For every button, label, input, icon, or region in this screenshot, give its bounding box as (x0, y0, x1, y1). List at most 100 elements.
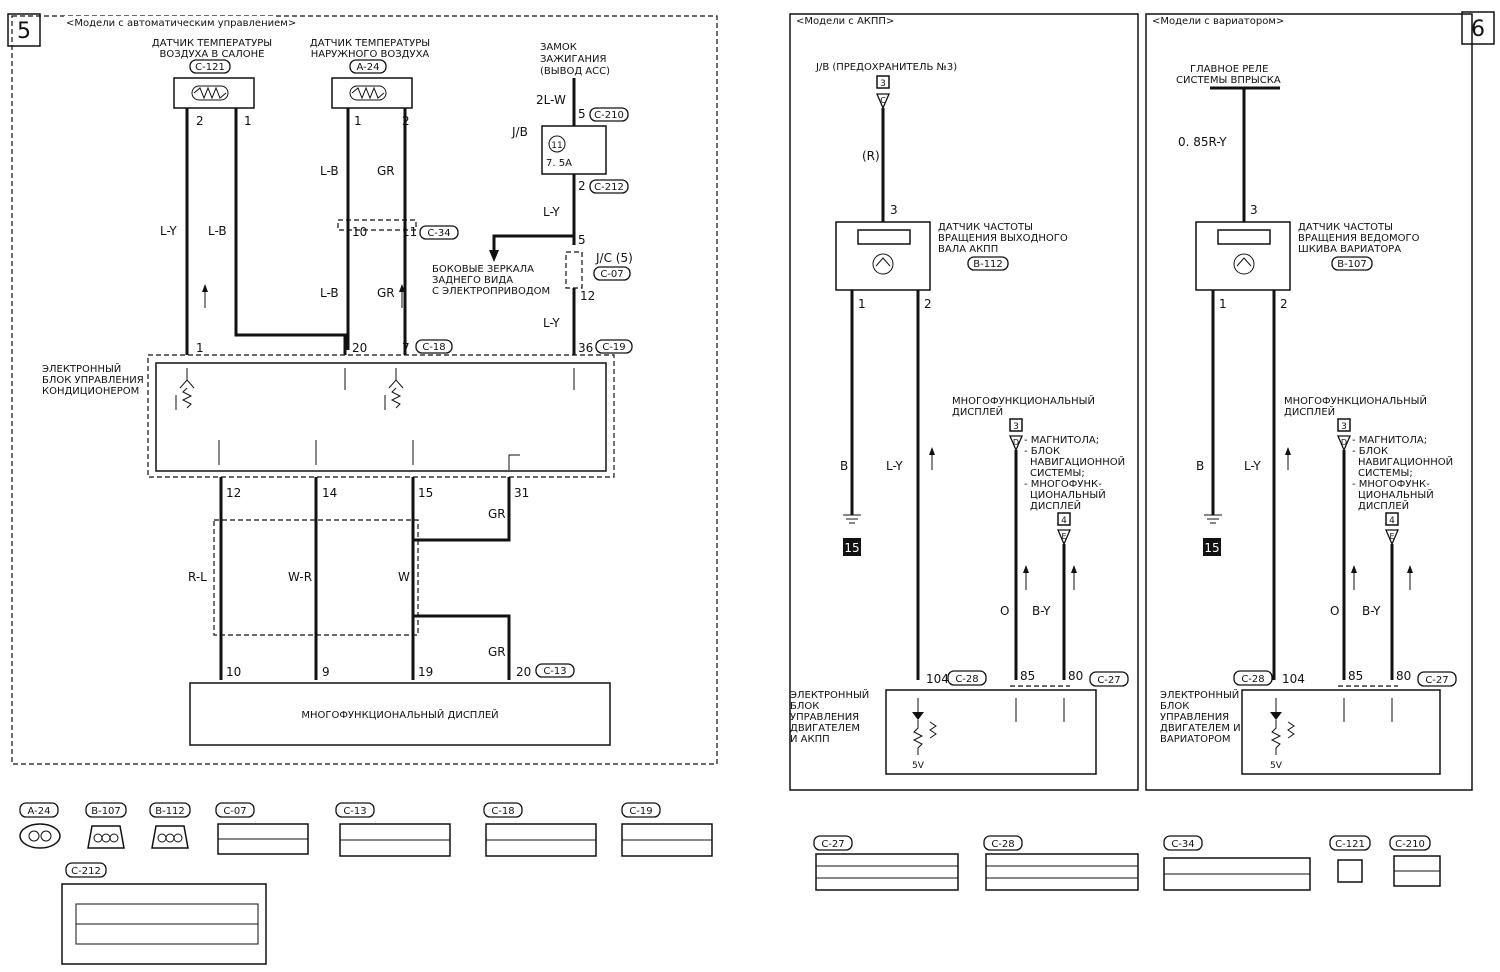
svg-text:19: 19 (418, 665, 433, 679)
svg-text:ЭЛЕКТРОННЫЙ: ЭЛЕКТРОННЫЙ (1160, 688, 1239, 701)
connector-c34-box (337, 219, 417, 231)
svg-text:80: 80 (1068, 669, 1083, 683)
svg-text:ДАТЧИК ТЕМПЕРАТУРЫ: ДАТЧИК ТЕМПЕРАТУРЫ (310, 38, 430, 49)
svg-text:БЛОК: БЛОК (1160, 701, 1189, 712)
svg-text:C: C (880, 96, 886, 105)
svg-text:0. 85R-Y: 0. 85R-Y (1178, 135, 1227, 149)
svg-text:- БЛОК: - БЛОК (1352, 446, 1388, 457)
svg-text:C-07: C-07 (223, 806, 246, 817)
svg-text:C-212: C-212 (71, 866, 101, 877)
md-label-akpp: МНОГОФУНКЦИОНАЛЬНЫЙ ДИСПЛЕЙ (952, 394, 1095, 418)
legend-c07: C-07 (215, 802, 309, 855)
svg-text:- МАГНИТОЛА;: - МАГНИТОЛА; (1352, 435, 1427, 446)
svg-text:ДАТЧИК ТЕМПЕРАТУРЫ: ДАТЧИК ТЕМПЕРАТУРЫ (152, 38, 272, 49)
svg-text:9: 9 (322, 665, 330, 679)
svg-text:20: 20 (352, 341, 367, 355)
page-number-5: 5 (7, 13, 41, 47)
svg-text:C-210: C-210 (1395, 839, 1425, 850)
svg-text:E: E (1061, 532, 1066, 541)
svg-text:- МНОГОФУНК-: - МНОГОФУНК- (1352, 479, 1430, 490)
svg-text:C-28: C-28 (991, 839, 1014, 850)
svg-text:ДИСПЛЕЙ: ДИСПЛЕЙ (952, 405, 1003, 418)
svg-text:L-Y: L-Y (1244, 459, 1261, 473)
mirrors-label: БОКОВЫЕ ЗЕРКАЛА ЗАДНЕГО ВИДА С ЭЛЕКТРОПР… (432, 264, 550, 297)
svg-text:1: 1 (858, 297, 866, 311)
svg-text:20: 20 (516, 665, 531, 679)
svg-text:НАВИГАЦИОННОЙ: НАВИГАЦИОННОЙ (1030, 455, 1125, 468)
svg-text:1: 1 (244, 114, 252, 128)
svg-text:НАРУЖНОГО ВОЗДУХА: НАРУЖНОГО ВОЗДУХА (311, 49, 430, 60)
splice-box (213, 519, 419, 636)
connector-c121: C-121 (195, 62, 225, 73)
md-label-cvt: МНОГОФУНКЦИОНАЛЬНЫЙ ДИСПЛЕЙ (1284, 394, 1427, 418)
svg-text:L-Y: L-Y (543, 205, 560, 219)
svg-text:ДВИГАТЕЛЕМ И: ДВИГАТЕЛЕМ И (1160, 723, 1241, 734)
connector-c212: C-212 (594, 182, 624, 193)
section-frame-cvt (1145, 13, 1473, 791)
svg-text:6: 6 (1471, 17, 1485, 42)
connector-b107: B-107 (1337, 259, 1367, 270)
connector-c13: C-13 (543, 666, 566, 677)
svg-text:ГЛАВНОЕ РЕЛЕ: ГЛАВНОЕ РЕЛЕ (1190, 64, 1268, 75)
svg-text:ЗАДНЕГО ВИДА: ЗАДНЕГО ВИДА (432, 275, 513, 286)
svg-text:УПРАВЛЕНИЯ: УПРАВЛЕНИЯ (790, 712, 859, 723)
svg-text:W-R: W-R (288, 570, 312, 584)
svg-text:3: 3 (1250, 203, 1258, 217)
svg-text:W: W (398, 570, 410, 584)
svg-text:МНОГОФУНКЦИОНАЛЬНЫЙ: МНОГОФУНКЦИОНАЛЬНЫЙ (952, 394, 1095, 407)
svg-text:ДАТЧИК ЧАСТОТЫ: ДАТЧИК ЧАСТОТЫ (1298, 222, 1393, 233)
svg-text:104: 104 (926, 672, 949, 686)
multifunction-display (189, 682, 611, 746)
section-frame-akpp (789, 13, 1139, 791)
svg-text:ЗАМОК: ЗАМОК (540, 42, 577, 53)
connector-c18: C-18 (422, 342, 445, 353)
svg-text:С ЭЛЕКТРОПРИВОДОМ: С ЭЛЕКТРОПРИВОДОМ (432, 286, 550, 297)
svg-text:80: 80 (1396, 669, 1411, 683)
svg-text:O: O (1330, 604, 1339, 618)
svg-text:И АКПП: И АКПП (790, 734, 830, 745)
legend-c27: C-27 (813, 835, 959, 891)
svg-text:1: 1 (1219, 297, 1227, 311)
svg-text:УПРАВЛЕНИЯ: УПРАВЛЕНИЯ (1160, 712, 1229, 723)
svg-text:B: B (840, 459, 848, 473)
svg-text:3: 3 (1341, 422, 1347, 432)
svg-text:3: 3 (880, 79, 886, 89)
svg-text:- МНОГОФУНК-: - МНОГОФУНК- (1024, 479, 1102, 490)
svg-text:A-24: A-24 (28, 806, 51, 817)
svg-text:C-19: C-19 (629, 806, 652, 817)
output-shaft-sensor-label: ДАТЧИК ЧАСТОТЫ ВРАЩЕНИЯ ВЫХОДНОГО ВАЛА А… (938, 222, 1068, 255)
svg-text:ВАЛА АКПП: ВАЛА АКПП (938, 244, 998, 255)
svg-text:ВРАЩЕНИЯ ВЕДОМОГО: ВРАЩЕНИЯ ВЕДОМОГО (1298, 233, 1420, 244)
md-list-akpp: - МАГНИТОЛА; - БЛОК НАВИГАЦИОННОЙ СИСТЕМ… (1024, 435, 1125, 512)
legend-c121: C-121 (1329, 835, 1371, 883)
svg-text:31: 31 (514, 486, 529, 500)
svg-text:ДИСПЛЕЙ: ДИСПЛЕЙ (1358, 499, 1409, 512)
svg-text:ЗАЖИГАНИЯ: ЗАЖИГАНИЯ (540, 54, 606, 65)
engine-cvt-ecu-label: ЭЛЕКТРОННЫЙ БЛОК УПРАВЛЕНИЯ ДВИГАТЕЛЕМ И… (1160, 688, 1241, 745)
svg-text:ДАТЧИК ЧАСТОТЫ: ДАТЧИК ЧАСТОТЫ (938, 222, 1033, 233)
svg-text:2: 2 (402, 114, 410, 128)
svg-text:СИСТЕМЫ;: СИСТЕМЫ; (1030, 468, 1085, 479)
ac-ecu-label: ЭЛЕКТРОННЫЙ БЛОК УПРАВЛЕНИЯ КОНДИЦИОНЕРО… (42, 362, 144, 397)
svg-text:C-13: C-13 (343, 806, 366, 817)
svg-text:15: 15 (1204, 541, 1219, 555)
svg-text:5V: 5V (912, 761, 925, 771)
ignition-switch: ЗАМОК ЗАЖИГАНИЯ (ВЫВОД АСС) (540, 42, 610, 77)
svg-text:15: 15 (844, 541, 859, 555)
svg-text:ДВИГАТЕЛЕМ: ДВИГАТЕЛЕМ (790, 723, 860, 734)
engine-akpp-ecu-label: ЭЛЕКТРОННЫЙ БЛОК УПРАВЛЕНИЯ ДВИГАТЕЛЕМ И… (790, 688, 869, 745)
section-frame-auto (11, 15, 718, 765)
svg-text:C-27: C-27 (821, 839, 844, 850)
svg-text:2: 2 (924, 297, 932, 311)
svg-text:104: 104 (1282, 672, 1305, 686)
svg-text:GR: GR (377, 286, 395, 300)
engine-cvt-ecu (1241, 689, 1441, 775)
legend-c13: C-13 (335, 802, 451, 857)
svg-text:ДИСПЛЕЙ: ДИСПЛЕЙ (1284, 405, 1335, 418)
svg-text:БЛОК: БЛОК (790, 701, 819, 712)
svg-text:- БЛОК: - БЛОК (1024, 446, 1060, 457)
svg-text:14: 14 (322, 486, 337, 500)
multifunction-display-label: МНОГОФУНКЦИОНАЛЬНЫЙ ДИСПЛЕЙ (301, 708, 498, 721)
svg-text:2: 2 (196, 114, 204, 128)
svg-text:C-121: C-121 (1335, 839, 1365, 850)
